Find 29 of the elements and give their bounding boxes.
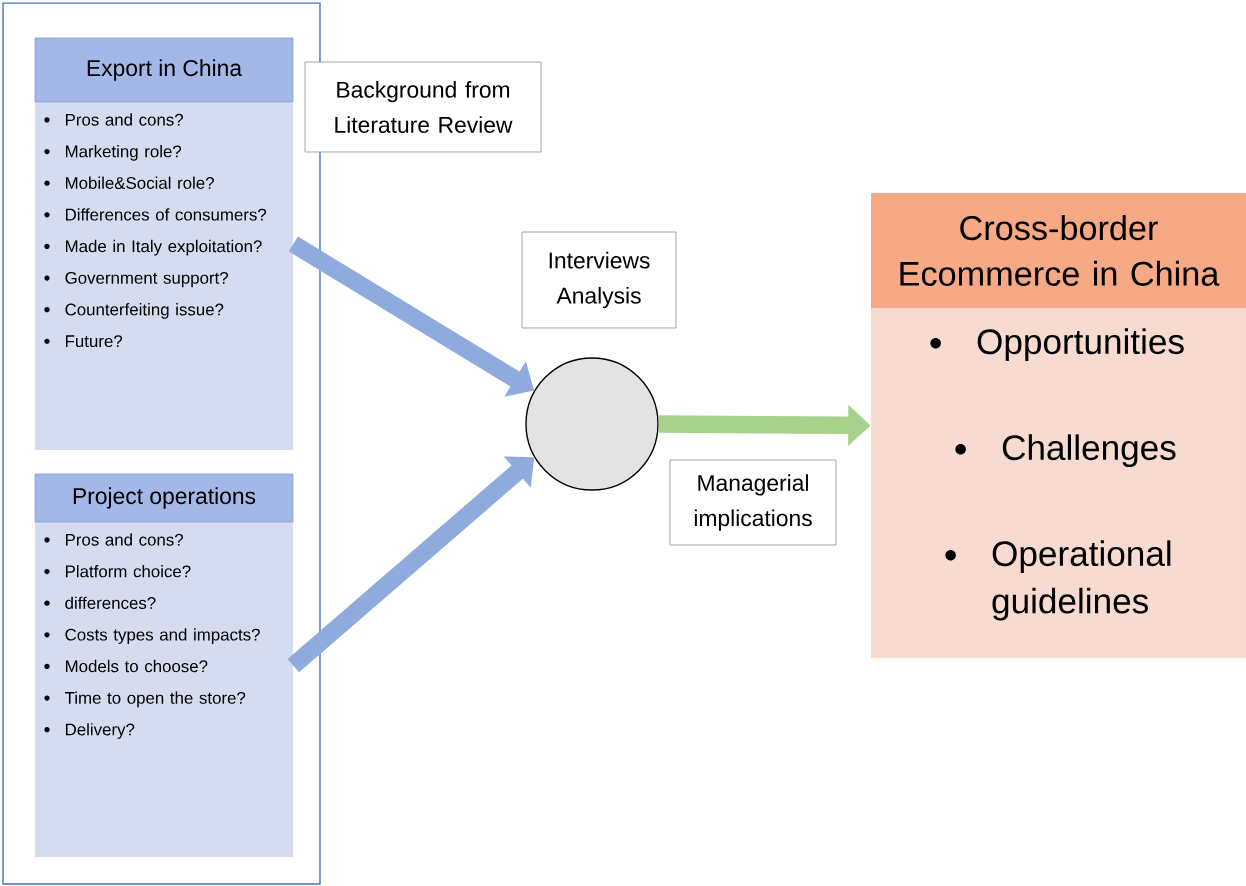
list-item: Time to open the store? bbox=[44, 691, 246, 708]
question-panel bbox=[34, 37, 294, 450]
list-item: Pros and cons? bbox=[44, 533, 184, 546]
panel-heading: Cross-border Ecommerce in China bbox=[871, 193, 1246, 308]
result-panel bbox=[871, 193, 1246, 658]
analysis-circle bbox=[525, 357, 659, 491]
text-box: Background from Literature Review bbox=[304, 61, 542, 153]
question-panel bbox=[34, 473, 294, 857]
list-item: Models to choose? bbox=[44, 659, 208, 673]
list-item: Differences of consumers? bbox=[44, 208, 267, 221]
frame-box bbox=[2, 2, 321, 885]
list-item: Counterfeiting issue? bbox=[44, 303, 224, 319]
list-item: Platform choice? bbox=[44, 565, 191, 578]
list-item: Made in Italy exploitation? bbox=[44, 239, 262, 256]
list-item: Marketing role? bbox=[44, 145, 182, 161]
text-box: Managerial implications bbox=[669, 459, 837, 546]
list-item: Challenges bbox=[955, 434, 1176, 468]
list-item: Opportunities bbox=[930, 328, 1184, 362]
panel-heading: Project operations bbox=[34, 473, 294, 523]
text-box: Interviews Analysis bbox=[521, 231, 677, 329]
list-item: Mobile&Social role? bbox=[44, 176, 214, 189]
panel-heading: Export in China bbox=[34, 37, 294, 103]
list-item: Pros and cons? bbox=[44, 113, 184, 126]
list-item: Delivery? bbox=[44, 723, 135, 739]
list-item: Future? bbox=[44, 335, 123, 348]
list-item: Government support? bbox=[44, 271, 229, 288]
list-item: Costs types and impacts? bbox=[44, 628, 260, 644]
list-item: Operational guidelines bbox=[945, 540, 1171, 621]
list-item: differences? bbox=[44, 596, 156, 609]
